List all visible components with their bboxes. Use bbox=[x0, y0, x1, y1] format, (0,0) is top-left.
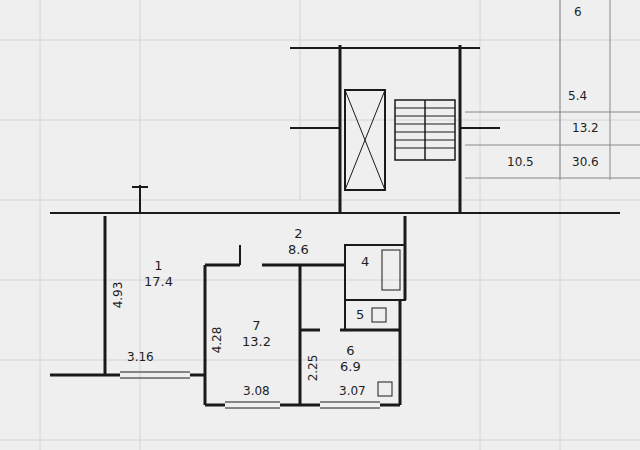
dimension: 3.08 bbox=[243, 384, 270, 398]
room-number: 7 bbox=[252, 318, 260, 334]
table-lines bbox=[465, 0, 640, 180]
room-label: 713.2 bbox=[242, 318, 271, 350]
room-label: 4 bbox=[361, 254, 369, 270]
room-area: 8.6 bbox=[288, 242, 309, 258]
table-value: 6 bbox=[574, 5, 582, 19]
table-value: 5.4 bbox=[568, 89, 587, 103]
room-number: 2 bbox=[294, 226, 302, 242]
table-value: 13.2 bbox=[572, 121, 599, 135]
dimension: 4.28 bbox=[210, 327, 224, 354]
walls bbox=[50, 45, 620, 408]
room-number: 4 bbox=[361, 254, 369, 270]
room-number: 5 bbox=[356, 307, 364, 323]
table-value: 10.5 bbox=[507, 155, 534, 169]
dimension: 3.07 bbox=[339, 384, 366, 398]
room-label: 28.6 bbox=[288, 226, 309, 258]
room-label: 5 bbox=[356, 307, 364, 323]
room-label: 66.9 bbox=[340, 343, 361, 375]
room-label: 117.4 bbox=[144, 258, 173, 290]
table-value: 30.6 bbox=[572, 155, 599, 169]
room-area: 17.4 bbox=[144, 274, 173, 290]
dimension: 2.25 bbox=[306, 355, 320, 382]
room-number: 6 bbox=[346, 343, 354, 359]
room-area: 6.9 bbox=[340, 359, 361, 375]
room-area: 13.2 bbox=[242, 334, 271, 350]
dimension: 4.93 bbox=[111, 282, 125, 309]
dimension: 3.16 bbox=[127, 350, 154, 364]
room-number: 1 bbox=[154, 258, 162, 274]
